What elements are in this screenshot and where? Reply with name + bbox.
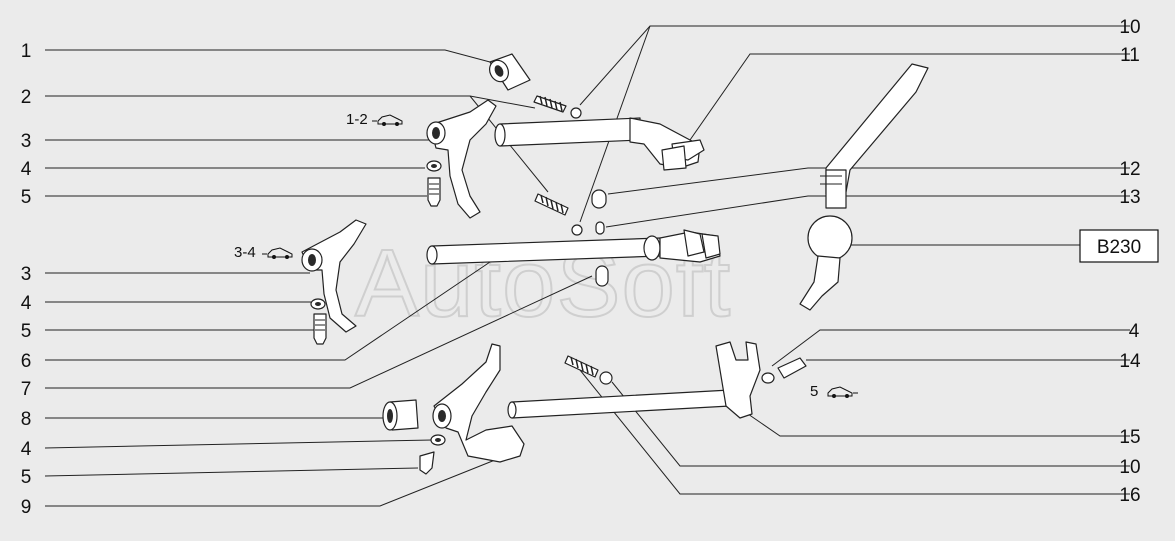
reference-box: B230 [1079, 229, 1159, 263]
bolt-washer-1-2 [426, 160, 442, 207]
callout-2: 2 [21, 87, 32, 108]
spring-lower [564, 355, 599, 378]
bushing-lower [382, 399, 419, 431]
callout-4: 4 [21, 159, 32, 180]
callout-4: 4 [21, 439, 32, 460]
shift-fork-5 [432, 343, 525, 463]
callout-15: 15 [1119, 427, 1140, 448]
callout-7: 7 [21, 379, 32, 400]
gear-label-3-4: 3-4 [234, 244, 256, 261]
right-callouts: 10 11 12 13 4 14 15 10 16 [1119, 17, 1141, 506]
callout-9: 9 [21, 497, 32, 518]
callout-13: 13 [1119, 187, 1140, 208]
reference-label: B230 [1097, 237, 1141, 258]
callout-8: 8 [21, 409, 32, 430]
callout-6: 6 [21, 351, 32, 372]
car-icon [372, 114, 403, 126]
shift-rod-lower [507, 341, 761, 419]
spring-part [533, 95, 569, 216]
callout-1: 1 [21, 41, 32, 62]
detent-ball [571, 224, 583, 236]
callout-5: 5 [21, 321, 32, 342]
bolt-washer-3-4 [310, 298, 327, 345]
callout-5: 5 [21, 187, 32, 208]
shift-rod-middle [426, 229, 721, 265]
left-callouts: 1 2 3 4 5 3 4 5 6 7 8 4 5 9 [21, 41, 32, 518]
gear-mark-1-2: 1-2 [346, 111, 403, 128]
bolt-right [761, 357, 807, 384]
gear-label-1-2: 1-2 [346, 111, 368, 128]
callout-4: 4 [21, 293, 32, 314]
car-icon [262, 247, 293, 259]
callout-3: 3 [21, 131, 32, 152]
gear-label-5: 5 [810, 383, 818, 400]
shift-lever-assembly [799, 63, 929, 311]
shift-fork-1-2 [426, 99, 497, 219]
bushing-part [489, 53, 531, 91]
bolt-washer-5 [419, 434, 446, 475]
callout-5: 5 [21, 467, 32, 488]
callout-4: 4 [1129, 321, 1140, 342]
callout-12: 12 [1119, 159, 1140, 180]
callout-10: 10 [1119, 457, 1140, 478]
detent-ball [570, 107, 582, 119]
callout-10: 10 [1119, 17, 1140, 38]
callout-16: 16 [1119, 485, 1140, 506]
shift-fork-3-4 [301, 219, 367, 333]
gear-mark-3-4: 3-4 [234, 244, 293, 261]
callout-14: 14 [1119, 351, 1141, 372]
plug-part [591, 189, 609, 287]
car-icon [827, 386, 858, 398]
callout-11: 11 [1120, 45, 1140, 66]
shift-rod-upper [494, 117, 705, 171]
callout-3: 3 [21, 264, 32, 285]
gear-mark-5: 5 [810, 383, 858, 400]
detent-ball [599, 371, 613, 385]
